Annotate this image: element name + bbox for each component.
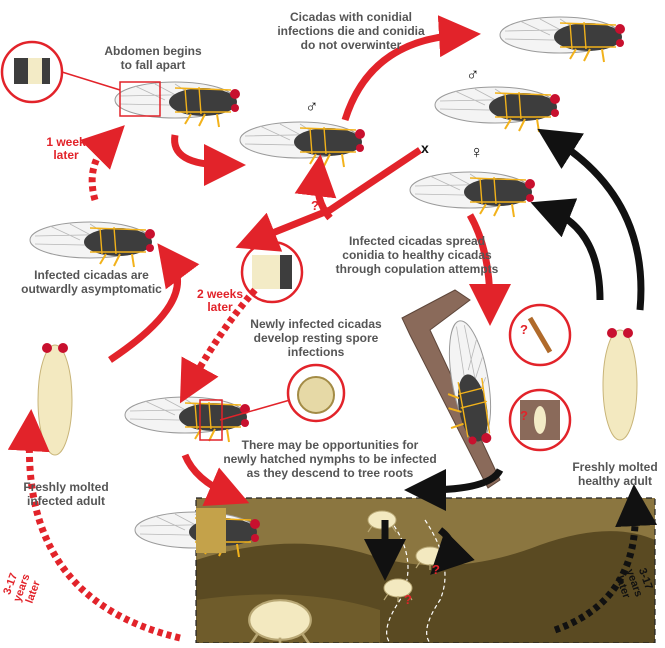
- arrow-to-branch: [466, 213, 511, 326]
- question-mark-2: ?: [520, 322, 528, 337]
- infection-dashed-arrows: [7, 125, 258, 642]
- question-mark-5: ?: [404, 592, 412, 607]
- question-mark-1: ?: [311, 198, 319, 213]
- label-abdomen-falls-apart: Abdomen begins to fall apart: [104, 44, 202, 72]
- question-mark-3: ?: [520, 408, 528, 423]
- infection-arrows: [108, 15, 511, 507]
- question-mark-4: ?: [432, 562, 440, 577]
- male-symbol-infected: ♂: [305, 96, 319, 116]
- arrow-two-weeks: [179, 287, 258, 404]
- arrow-healthy-to-female: [530, 198, 604, 301]
- label-copulation-spread: Infected cicadas spread conidia to healt…: [335, 234, 499, 276]
- freshly-molted-healthy-cicada: [602, 328, 638, 441]
- female-symbol: ♀: [470, 142, 484, 162]
- freshly-molted-infected-cicada: [37, 343, 73, 456]
- male-symbol-healthy: ♂: [466, 64, 480, 84]
- arrow-to-infected-male: [171, 134, 246, 186]
- cicada-resting-spore: [124, 396, 251, 443]
- label-resting-spore: Newly infected cicadas develop resting s…: [250, 317, 382, 359]
- arrow-branch-to-soil: [404, 468, 504, 511]
- cicada-infected-male: [239, 121, 366, 168]
- label-freshly-molted-healthy: Freshly molted healthy adult: [572, 460, 658, 488]
- healthy-arrows: [364, 128, 645, 581]
- arrow-asymptomatic-up: [108, 243, 200, 363]
- zoom-inset-resting-spore: [240, 240, 304, 304]
- spore-mass: [196, 508, 226, 553]
- arrow-years-left: [7, 409, 181, 642]
- label-conidial-death: Cicadas with conidial infections die and…: [277, 10, 425, 52]
- cross-symbol: x: [421, 140, 429, 156]
- label-asymptomatic: Infected cicadas are outwardly asymptoma…: [21, 268, 162, 296]
- arrow-healthy-to-male: [537, 128, 645, 311]
- cicada-dead-conidial: [499, 16, 626, 63]
- label-two-weeks-later: 2 weeks later: [196, 287, 244, 314]
- cicada-abdomen-falling: [114, 81, 241, 128]
- zoom-inset-abdomen: [0, 40, 161, 117]
- arrow-spread: [235, 147, 422, 252]
- label-nymph-opportunity: There may be opportunities for newly hat…: [223, 438, 437, 480]
- healthy-dashed-arrows: [553, 484, 658, 634]
- arrow-question: [294, 154, 337, 221]
- cicada-healthy-female: [409, 171, 536, 218]
- arrow-one-week: [80, 125, 125, 201]
- arrow-years-right: [553, 484, 658, 634]
- cicada-asymptomatic: [29, 221, 156, 268]
- arrow-to-underground: [181, 453, 250, 507]
- cicada-healthy-male: [434, 86, 561, 133]
- label-freshly-molted-infected: Freshly molted infected adult: [23, 480, 109, 508]
- zoom-inset-spore-ball: [199, 363, 346, 441]
- arrow-to-dead-cicada: [341, 15, 481, 122]
- arrow-nymph-down-2: [430, 527, 475, 575]
- label-one-week-later: 1 week later: [46, 135, 86, 162]
- zoom-inset-branch-nymph: [508, 388, 572, 452]
- zoom-inset-branch-egg: [508, 303, 572, 367]
